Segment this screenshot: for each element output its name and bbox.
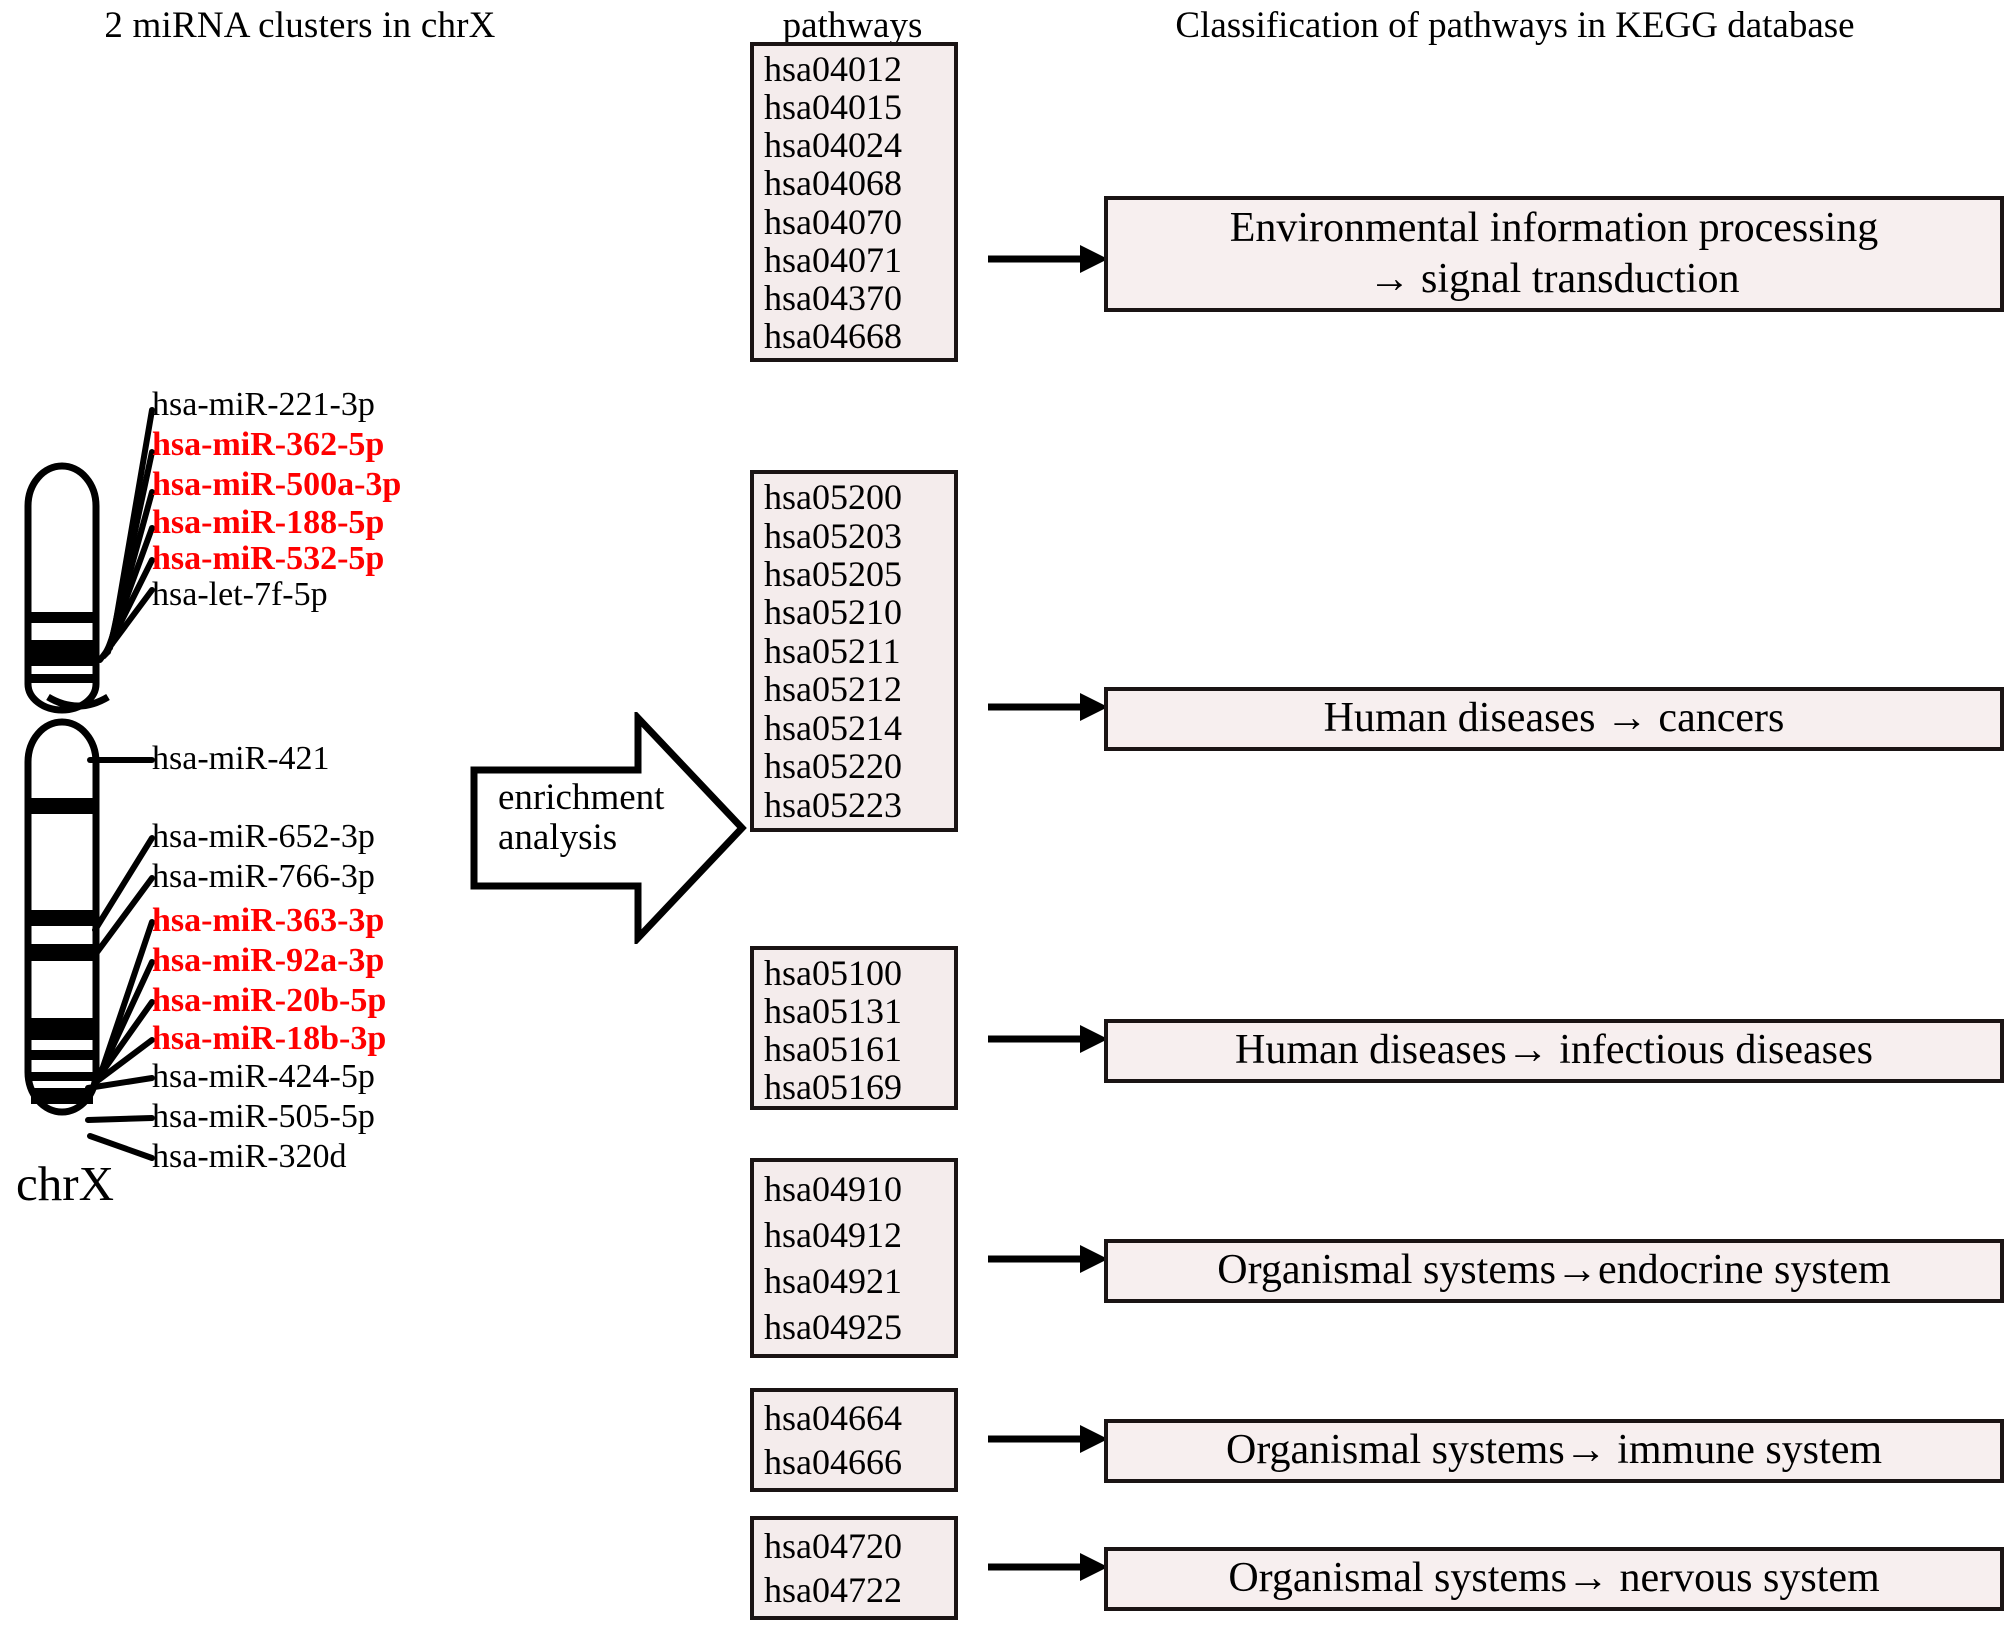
enrichment-line-1: enrichment xyxy=(498,777,665,818)
pathway-code: hsa04722 xyxy=(764,1569,902,1610)
mirna-label-hsa-miR-363-3p: hsa-miR-363-3p xyxy=(152,902,385,939)
pathway-box-group-6: hsa04720 hsa04722 xyxy=(750,1516,958,1620)
classification-text: Human diseases→ infectious diseases xyxy=(1234,1027,1874,1074)
connector-arrow-6 xyxy=(988,1553,1108,1581)
mirna-label-hsa-miR-424-5p: hsa-miR-424-5p xyxy=(152,1058,375,1095)
pathway-code: hsa04912 xyxy=(764,1214,902,1255)
pathway-box-group-4: hsa04910 hsa04912 hsa04921 hsa04925 xyxy=(750,1158,958,1358)
connector-arrow-3 xyxy=(988,1025,1108,1053)
pathway-code: hsa05205 xyxy=(764,554,902,595)
classification-box-5: Organismal systems→ immune system xyxy=(1104,1419,2004,1483)
classification-text: Organismal systems→endocrine system xyxy=(1217,1247,1891,1294)
pathway-code: hsa05100 xyxy=(764,953,902,993)
classification-text: Organismal systems→ nervous system xyxy=(1228,1555,1880,1602)
pathway-box-group-5: hsa04664 hsa04666 xyxy=(750,1388,958,1492)
band-q-6 xyxy=(31,1072,93,1081)
column-title-pathways: pathways xyxy=(782,5,923,46)
enrichment-analysis-label: enrichment analysis xyxy=(498,778,688,858)
pathway-code: hsa05223 xyxy=(764,784,902,825)
mirna-label-hsa-miR-421: hsa-miR-421 xyxy=(152,740,330,777)
pathway-code: hsa04921 xyxy=(764,1260,902,1301)
mirna-label-hsa-miR-362-5p: hsa-miR-362-5p xyxy=(152,426,385,463)
band-q-1 xyxy=(30,798,94,814)
mirna-label-hsa-miR-20b-5p: hsa-miR-20b-5p xyxy=(152,982,387,1019)
chromosome-label: chrX xyxy=(16,1156,114,1211)
page-title-left: 2 miRNA clusters in chrX xyxy=(104,5,496,46)
pathway-code: hsa05211 xyxy=(764,630,901,671)
band-p-1 xyxy=(30,612,94,623)
pathway-code: hsa04012 xyxy=(764,49,902,89)
mirna-label-hsa-miR-766-3p: hsa-miR-766-3p xyxy=(152,858,375,895)
pathway-code: hsa04664 xyxy=(764,1397,902,1438)
classification-line: → signal transduction xyxy=(1368,256,1740,302)
mirna-label-hsa-miR-188-5p: hsa-miR-188-5p xyxy=(152,504,385,541)
pathway-code: hsa05212 xyxy=(764,669,902,710)
pathway-code: hsa05200 xyxy=(764,477,902,518)
chromosome-p-arm xyxy=(24,462,100,714)
pathway-code: hsa04068 xyxy=(764,163,902,204)
connector-arrow-5 xyxy=(988,1425,1108,1453)
pathway-box-group-2: hsa05200 hsa05203 hsa05205 hsa05210 hsa0… xyxy=(750,470,958,832)
pathway-code: hsa04666 xyxy=(764,1441,902,1482)
pathway-code: hsa05220 xyxy=(764,746,902,787)
classification-text: Organismal systems→ immune system xyxy=(1225,1427,1883,1474)
mirna-label-hsa-miR-652-3p: hsa-miR-652-3p xyxy=(152,818,375,855)
mirna-label-hsa-miR-221-3p: hsa-miR-221-3p xyxy=(152,386,375,423)
pathway-box-group-3: hsa05100 hsa05131 hsa05161 hsa05169 xyxy=(750,946,958,1110)
connector-arrow-2 xyxy=(988,693,1108,721)
band-p-3 xyxy=(31,674,93,683)
classification-text: Human diseases → cancers xyxy=(1323,695,1785,742)
band-q-2 xyxy=(30,910,94,926)
band-q-5 xyxy=(31,1050,93,1060)
mirna-label-hsa-miR-92a-3p: hsa-miR-92a-3p xyxy=(152,942,385,979)
mirna-label-hsa-miR-18b-3p: hsa-miR-18b-3p xyxy=(152,1020,387,1057)
classification-box-6: Organismal systems→ nervous system xyxy=(1104,1547,2004,1611)
column-title-kegg: Classification of pathways in KEGG datab… xyxy=(1175,5,1855,46)
enrichment-line-2: analysis xyxy=(498,816,618,858)
pathway-code: hsa04720 xyxy=(764,1525,902,1566)
band-q-4 xyxy=(30,1018,94,1040)
pathway-code: hsa04070 xyxy=(764,201,902,242)
pathway-box-group-1: hsa04012 hsa04015 hsa04024 hsa04068 hsa0… xyxy=(750,42,958,362)
classification-box-1: Environmental information processing → s… xyxy=(1104,196,2004,312)
band-q-3 xyxy=(30,944,94,961)
mirna-label-hsa-miR-505-5p: hsa-miR-505-5p xyxy=(152,1098,375,1135)
pathway-code: hsa04370 xyxy=(764,277,902,318)
pathway-code: hsa04925 xyxy=(764,1306,902,1347)
arrow-shape xyxy=(470,709,747,947)
band-q-7 xyxy=(31,1088,93,1104)
classification-text: Environmental information processing → s… xyxy=(1220,203,1889,305)
pathway-code: hsa04024 xyxy=(764,125,902,166)
pathway-code: hsa05214 xyxy=(764,707,902,748)
pathway-code: hsa05203 xyxy=(764,515,902,556)
centromere xyxy=(46,693,110,710)
mirna-label-hsa-miR-532-5p: hsa-miR-532-5p xyxy=(152,540,385,577)
chrX-ideogram xyxy=(18,462,138,1152)
mirna-label-hsa-miR-320d: hsa-miR-320d xyxy=(152,1138,347,1175)
pathway-code: hsa04071 xyxy=(764,239,902,280)
enrichment-analysis-arrow xyxy=(468,709,748,947)
pathway-code: hsa05210 xyxy=(764,592,902,633)
band-p-2 xyxy=(30,640,94,666)
pathway-code: hsa05131 xyxy=(764,991,902,1032)
mirna-label-hsa-miR-500a-3p: hsa-miR-500a-3p xyxy=(152,466,402,503)
pathway-code: hsa05161 xyxy=(764,1029,902,1070)
connector-arrow-1 xyxy=(988,245,1108,273)
mirna-label-hsa-let-7f-5p: hsa-let-7f-5p xyxy=(152,576,328,613)
pathway-code: hsa04668 xyxy=(764,316,902,357)
chromosome-svg xyxy=(24,462,110,1116)
classification-box-4: Organismal systems→endocrine system xyxy=(1104,1239,2004,1303)
classification-box-2: Human diseases → cancers xyxy=(1104,687,2004,751)
classification-line: Environmental information processing xyxy=(1229,204,1879,251)
pathway-code: hsa04910 xyxy=(764,1168,902,1209)
connector-arrow-4 xyxy=(988,1245,1108,1273)
classification-box-3: Human diseases→ infectious diseases xyxy=(1104,1019,2004,1083)
block-arrow-svg xyxy=(470,709,747,947)
pathway-code: hsa05169 xyxy=(764,1067,902,1108)
pathway-code: hsa04015 xyxy=(764,87,902,128)
